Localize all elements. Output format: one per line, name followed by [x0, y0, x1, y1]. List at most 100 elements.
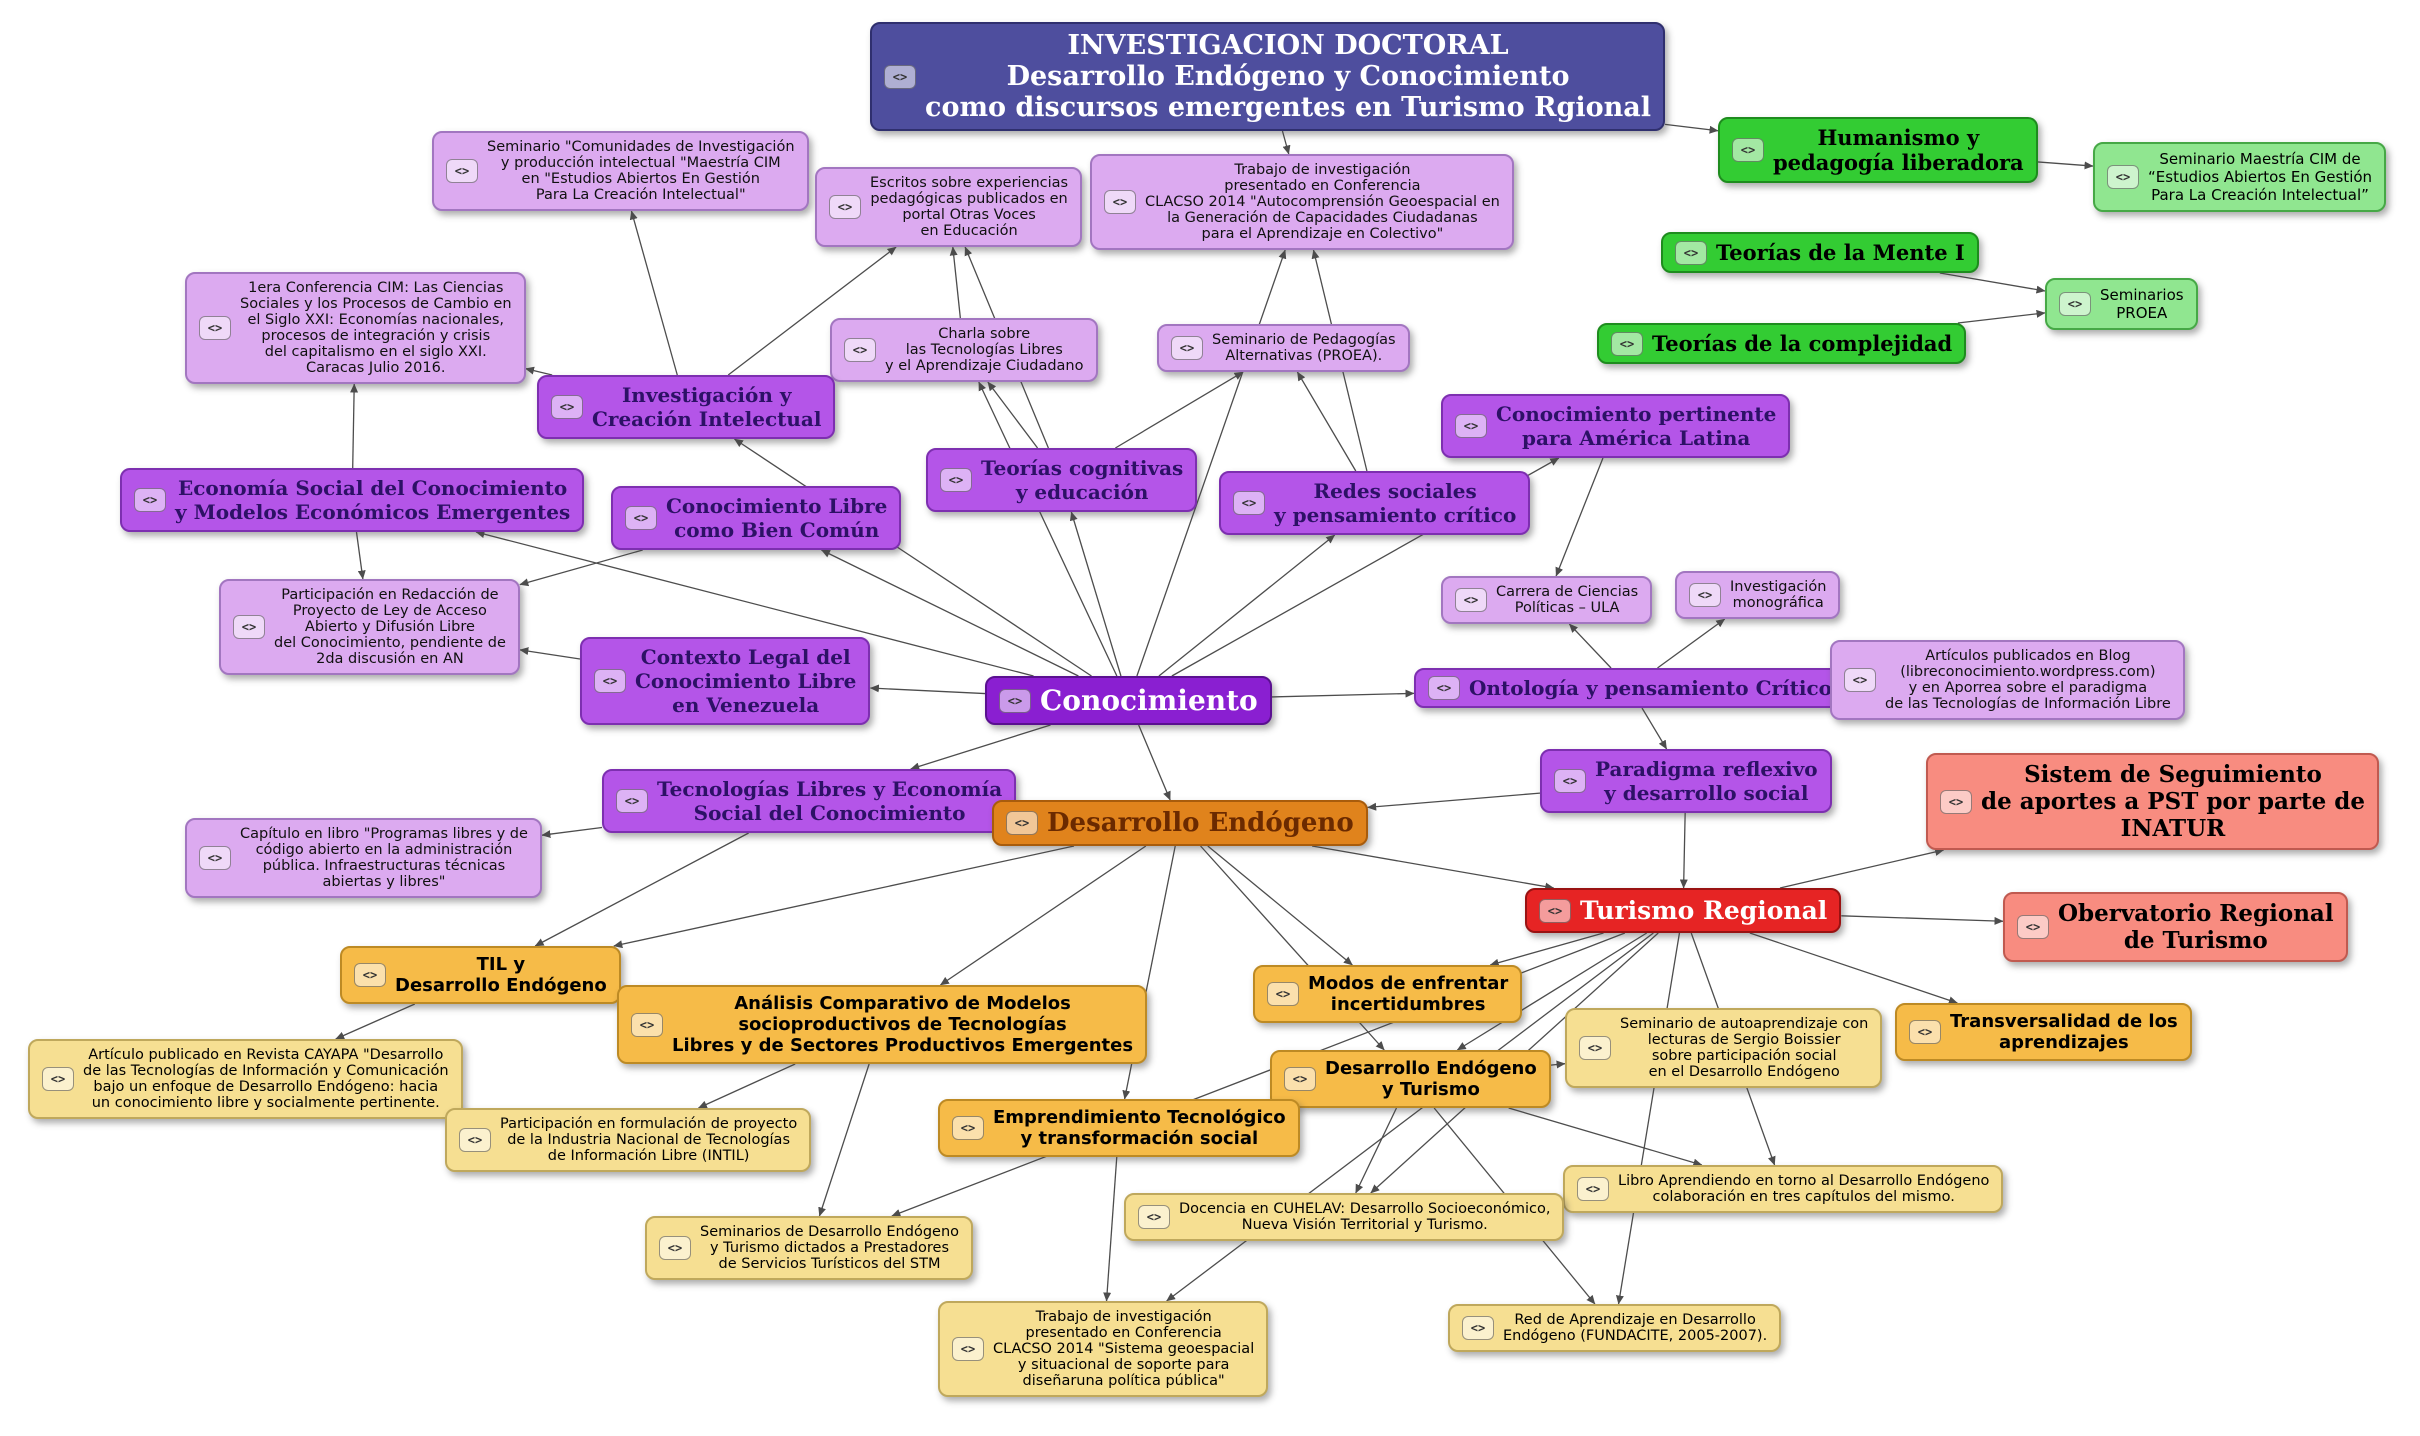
link-icon[interactable]: <>	[952, 1337, 984, 1361]
link-icon[interactable]: <>	[625, 506, 657, 530]
link-icon[interactable]: <>	[199, 316, 231, 340]
node-conocimiento_libre[interactable]: <>Conocimiento Libre como Bien Común	[611, 486, 902, 550]
node-sem_maestria[interactable]: <>Seminario Maestría CIM de “Estudios Ab…	[2093, 142, 2387, 212]
link-icon[interactable]: <>	[1138, 1205, 1170, 1229]
link-icon[interactable]: <>	[1104, 190, 1136, 214]
edge-emprendimiento-trabajo_clacso2	[1103, 1156, 1118, 1302]
node-sem_pedagogias[interactable]: <>Seminario de Pedagogías Alternativas (…	[1157, 324, 1410, 372]
node-articulo_cayapa[interactable]: <>Artículo publicado en Revista CAYAPA "…	[28, 1039, 463, 1119]
link-icon[interactable]: <>	[952, 1116, 984, 1140]
node-seminarios_de[interactable]: <>Seminarios de Desarrollo Endógeno y Tu…	[645, 1216, 974, 1280]
link-icon[interactable]: <>	[354, 963, 386, 987]
link-icon[interactable]: <>	[1732, 138, 1764, 162]
node-libro_aprendiendo[interactable]: <>Libro Aprendiendo en torno al Desarrol…	[1563, 1165, 2004, 1213]
node-til[interactable]: <>TIL y Desarrollo Endógeno	[340, 946, 621, 1004]
node-teorias_cognitivas[interactable]: <>Teorías cognitivas y educación	[926, 448, 1198, 512]
link-icon[interactable]: <>	[459, 1128, 491, 1152]
node-participacion_ley[interactable]: <>Participación en Redacción de Proyecto…	[219, 579, 520, 675]
node-label: Ontología y pensamiento Crítico	[1469, 676, 1833, 700]
node-emprendimiento[interactable]: <>Emprendimiento Tecnológico y transform…	[938, 1099, 1300, 1157]
node-capitulo_libro[interactable]: <>Capítulo en libro "Programas libres y …	[185, 818, 542, 898]
node-escritos[interactable]: <>Escritos sobre experiencias pedagógica…	[815, 167, 1083, 247]
link-icon[interactable]: <>	[1675, 240, 1707, 265]
edge-investigacion_creacion-sem_comunidades	[629, 210, 678, 376]
node-conferencia_cim[interactable]: <>1era Conferencia CIM: Las Ciencias Soc…	[185, 272, 526, 384]
node-redes_sociales[interactable]: <>Redes sociales y pensamiento crítico	[1219, 471, 1531, 535]
link-icon[interactable]: <>	[551, 395, 583, 419]
link-icon[interactable]: <>	[1689, 583, 1721, 607]
node-turismo_regional[interactable]: <>Turismo Regional	[1525, 888, 1842, 933]
link-icon[interactable]: <>	[1554, 769, 1586, 793]
link-icon[interactable]: <>	[1579, 1036, 1611, 1060]
link-icon[interactable]: <>	[1577, 1177, 1609, 1201]
link-icon[interactable]: <>	[1006, 811, 1038, 835]
link-icon[interactable]: <>	[844, 338, 876, 362]
node-analisis[interactable]: <>Análisis Comparativo de Modelos sociop…	[617, 985, 1148, 1064]
node-label: Tecnologías Libres y Economía Social del…	[657, 777, 1003, 825]
link-icon[interactable]: <>	[1462, 1316, 1494, 1340]
node-sem_boissier[interactable]: <>Seminario de autoaprendizaje con lectu…	[1565, 1008, 1883, 1088]
node-carrera_ciencias[interactable]: <>Carrera de Ciencias Políticas – ULA	[1441, 576, 1653, 624]
link-icon[interactable]: <>	[631, 1012, 663, 1037]
link-icon[interactable]: <>	[1171, 336, 1203, 360]
link-icon[interactable]: <>	[940, 468, 972, 492]
link-icon[interactable]: <>	[659, 1236, 691, 1260]
link-icon[interactable]: <>	[1940, 789, 1972, 814]
node-de_turismo[interactable]: <>Desarrollo Endógeno y Turismo	[1270, 1050, 1551, 1108]
link-icon[interactable]: <>	[884, 64, 916, 89]
edge-turismo_regional-modos	[1489, 932, 1604, 967]
node-contexto_legal[interactable]: <>Contexto Legal del Conocimiento Libre …	[580, 637, 871, 725]
node-investigacion_creacion[interactable]: <>Investigación y Creación Intelectual	[537, 375, 836, 439]
node-red_aprendizaje[interactable]: <>Red de Aprendizaje en Desarrollo Endóg…	[1448, 1304, 1782, 1352]
link-icon[interactable]: <>	[999, 688, 1031, 713]
link-icon[interactable]: <>	[446, 159, 478, 183]
link-icon[interactable]: <>	[1428, 676, 1460, 700]
node-participacion_intil[interactable]: <>Participación en formulación de proyec…	[445, 1108, 812, 1172]
node-sem_proea[interactable]: <>Seminarios PROEA	[2045, 278, 2198, 330]
link-icon[interactable]: <>	[2017, 915, 2049, 939]
node-charla[interactable]: <>Charla sobre las Tecnologías Libres y …	[830, 318, 1098, 382]
link-icon[interactable]: <>	[1611, 331, 1643, 356]
node-observatorio[interactable]: <>Obervatorio Regional de Turismo	[2003, 892, 2348, 962]
node-tecnologias_libres[interactable]: <> Tecnologías Libres y Economía Social d…	[602, 769, 1017, 833]
node-conocimiento[interactable]: <>Conocimiento	[985, 676, 1272, 725]
node-conocimiento_pertinente[interactable]: <>Conocimiento pertinente para América L…	[1441, 394, 1791, 458]
node-sem_comunidades[interactable]: <>Seminario "Comunidades de Investigació…	[432, 131, 809, 211]
link-icon[interactable]: <>	[1909, 1020, 1941, 1044]
node-sistema_seguimiento[interactable]: <>Sistem de Seguimiento de aportes a PST…	[1926, 753, 2379, 850]
link-icon[interactable]: <>	[42, 1067, 74, 1091]
link-icon[interactable]: <>	[199, 846, 231, 870]
link-icon[interactable]: <>	[2059, 292, 2091, 316]
link-icon[interactable]: <>	[233, 615, 265, 639]
node-docencia[interactable]: <>Docencia en CUHELAV: Desarrollo Socioe…	[1124, 1193, 1565, 1241]
node-transversalidad[interactable]: <>Transversalidad de los aprendizajes	[1895, 1003, 2192, 1061]
node-teorias_complejidad[interactable]: <>Teorías de la complejidad	[1597, 323, 1967, 364]
node-teorias_mente[interactable]: <>Teorías de la Mente I	[1661, 232, 1979, 273]
link-icon[interactable]: <>	[1284, 1067, 1316, 1091]
node-paradigma[interactable]: <>Paradigma reflexivo y desarrollo socia…	[1540, 749, 1832, 813]
node-ontologia[interactable]: <> Ontología y pensamiento Crítico	[1414, 668, 1847, 708]
node-modos[interactable]: <>Modos de enfrentar incertidumbres	[1253, 965, 1523, 1023]
link-icon[interactable]: <>	[616, 789, 648, 813]
edge-conocimiento-conocimiento_libre	[821, 549, 1079, 677]
node-title[interactable]: <>INVESTIGACION DOCTORAL Desarrollo Endó…	[870, 22, 1666, 131]
node-desarrollo_endogeno[interactable]: <>Desarrollo Endógeno	[992, 800, 1368, 846]
link-icon[interactable]: <>	[594, 669, 626, 693]
link-icon[interactable]: <>	[1455, 414, 1487, 438]
link-icon[interactable]: <>	[1455, 588, 1487, 612]
link-icon[interactable]: <>	[1539, 898, 1571, 923]
link-icon[interactable]: <>	[2107, 165, 2139, 189]
node-articulos_blog[interactable]: <>Artículos publicados en Blog (librecon…	[1830, 640, 2185, 720]
node-trabajo_clacso2[interactable]: <>Trabajo de investigación presentado en…	[938, 1301, 1269, 1397]
link-icon[interactable]: <>	[1233, 491, 1265, 515]
node-humanismo[interactable]: <>Humanismo y pedagogía liberadora	[1718, 117, 2038, 183]
node-economia_social[interactable]: <>Economía Social del Conocimiento y Mod…	[120, 468, 585, 532]
edge-conocimiento-desarrollo_endogeno	[1138, 724, 1171, 801]
link-icon[interactable]: <>	[1844, 668, 1876, 692]
link-icon[interactable]: <>	[829, 195, 861, 219]
link-icon[interactable]: <>	[1267, 982, 1299, 1006]
node-trabajo_clacso1[interactable]: <>Trabajo de investigación presentado en…	[1090, 154, 1514, 250]
node-investigacion_monografica[interactable]: <>Investigación monográfica	[1675, 571, 1841, 619]
link-icon[interactable]: <>	[134, 488, 166, 512]
edge-contexto_legal-participacion_ley	[519, 647, 581, 660]
